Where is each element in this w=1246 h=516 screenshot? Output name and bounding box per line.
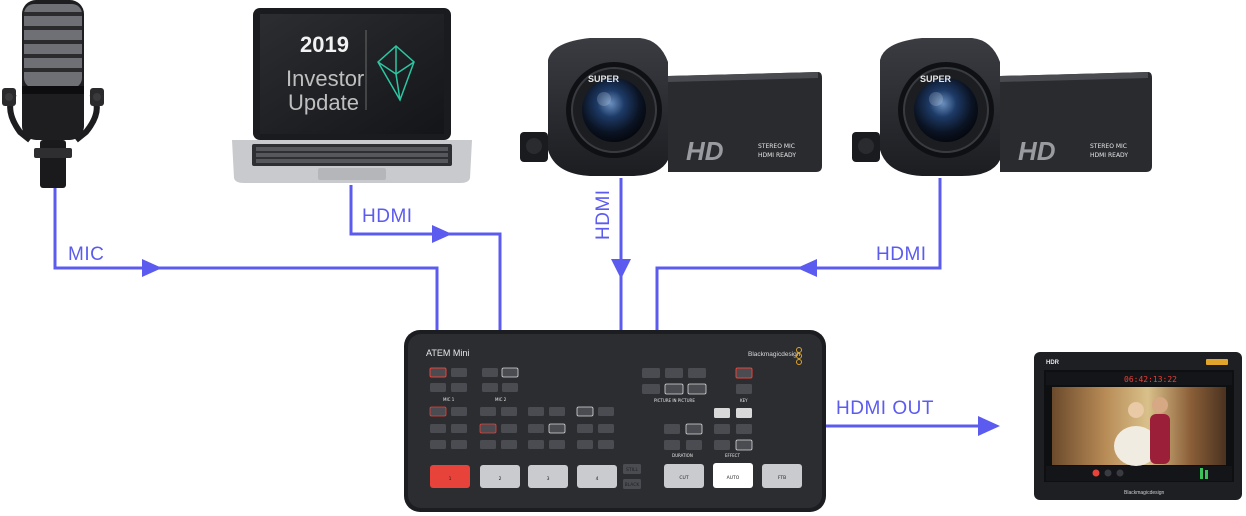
monitor-brand: Blackmagicdesign [1124, 490, 1165, 496]
camera1-hdmi-label: HDMI [593, 189, 614, 240]
laptop-hdmi-label: HDMI [362, 206, 413, 227]
arrowheads [142, 225, 1000, 436]
camera1-brand: SUPER [588, 74, 620, 84]
camera2-spec2: HDMI READY [1090, 152, 1128, 159]
mic1-label: MIC 1 [443, 397, 455, 402]
transition-controls: DURATION EFFECT [664, 408, 753, 458]
camera1-spec1: STEREO MIC [758, 143, 795, 150]
mic-connector [53, 188, 439, 330]
effect-label: EFFECT [725, 453, 740, 458]
input-button-1-label: 1 [449, 476, 452, 482]
still-label: STILL [626, 467, 638, 473]
cut-label: CUT [679, 475, 688, 481]
mic2-label: MIC 2 [495, 397, 507, 402]
input-button-4[interactable] [577, 465, 617, 488]
switcher-brand: Blackmagicdesign [748, 351, 801, 358]
laptop-connector [349, 185, 502, 330]
camera2-arrow-icon [797, 259, 817, 277]
hdmi-out-label: HDMI OUT [836, 398, 934, 419]
camcorder-2-icon: SUPER HD STEREO MIC HDMI READY [852, 38, 1152, 176]
mic-controls: MIC 1 MIC 2 [429, 367, 519, 402]
gem-logo-icon [377, 44, 415, 102]
camcorder-1-icon: SUPER HD STEREO MIC HDMI READY [520, 38, 822, 176]
camera2-hd-badge: HD [1018, 136, 1056, 166]
input-button-3[interactable] [528, 465, 568, 488]
input-button-3-label: 3 [547, 476, 550, 482]
auto-label: AUTO [727, 475, 740, 481]
blackmagic-logo-icon [796, 347, 802, 365]
still-button[interactable] [623, 464, 641, 474]
atem-mini-switcher: ATEM Mini Blackmagicdesign MIC 1 MIC 2 [404, 330, 826, 512]
laptop-arrow-icon [432, 225, 452, 243]
hdmi-out-arrow-icon [978, 416, 1000, 436]
camera1-arrow-icon [611, 259, 631, 279]
input-button-2[interactable] [480, 465, 520, 488]
ftb-label: FTB [778, 475, 786, 481]
podcast-microphone-icon [2, 0, 104, 188]
input-button-1[interactable] [430, 465, 470, 488]
input-button-4-label: 4 [596, 476, 599, 482]
pip-label: PICTURE IN PICTURE [654, 398, 695, 403]
mic-label: MIC [68, 244, 104, 265]
laptop-year: 2019 [300, 32, 349, 57]
laptop-title-line1: Investor [286, 66, 364, 91]
pip-controls: PICTURE IN PICTURE KEY [642, 367, 753, 403]
mic-arrow-icon [142, 259, 162, 277]
couple-figure-icon [1114, 397, 1170, 466]
ftb-button[interactable] [762, 464, 802, 488]
duration-label: DURATION [672, 453, 693, 458]
black-button[interactable] [623, 479, 641, 489]
laptop-title-line2: Update [288, 90, 359, 115]
monitor-timecode: 06:42:13:22 [1124, 375, 1177, 384]
camera2-hdmi-label: HDMI [876, 244, 927, 265]
input-controls-grid [429, 406, 614, 449]
camera1-hd-badge: HD [686, 136, 724, 166]
camera1-spec2: HDMI READY [758, 152, 796, 159]
video-assist-monitor-icon: HDR 06:42:13:22 Blackmagicdesign [1034, 352, 1242, 500]
monitor-hdr-label: HDR [1046, 360, 1060, 366]
switcher-model: ATEM Mini [426, 348, 469, 358]
auto-button[interactable] [713, 463, 753, 488]
laptop-icon: 2019 Investor Update [232, 8, 472, 183]
key-label: KEY [740, 398, 748, 403]
black-label: BLACK [625, 482, 641, 488]
camera2-spec1: STEREO MIC [1090, 143, 1127, 150]
cut-button[interactable] [664, 464, 704, 488]
input-button-2-label: 2 [499, 476, 502, 482]
camera2-brand: SUPER [920, 74, 952, 84]
